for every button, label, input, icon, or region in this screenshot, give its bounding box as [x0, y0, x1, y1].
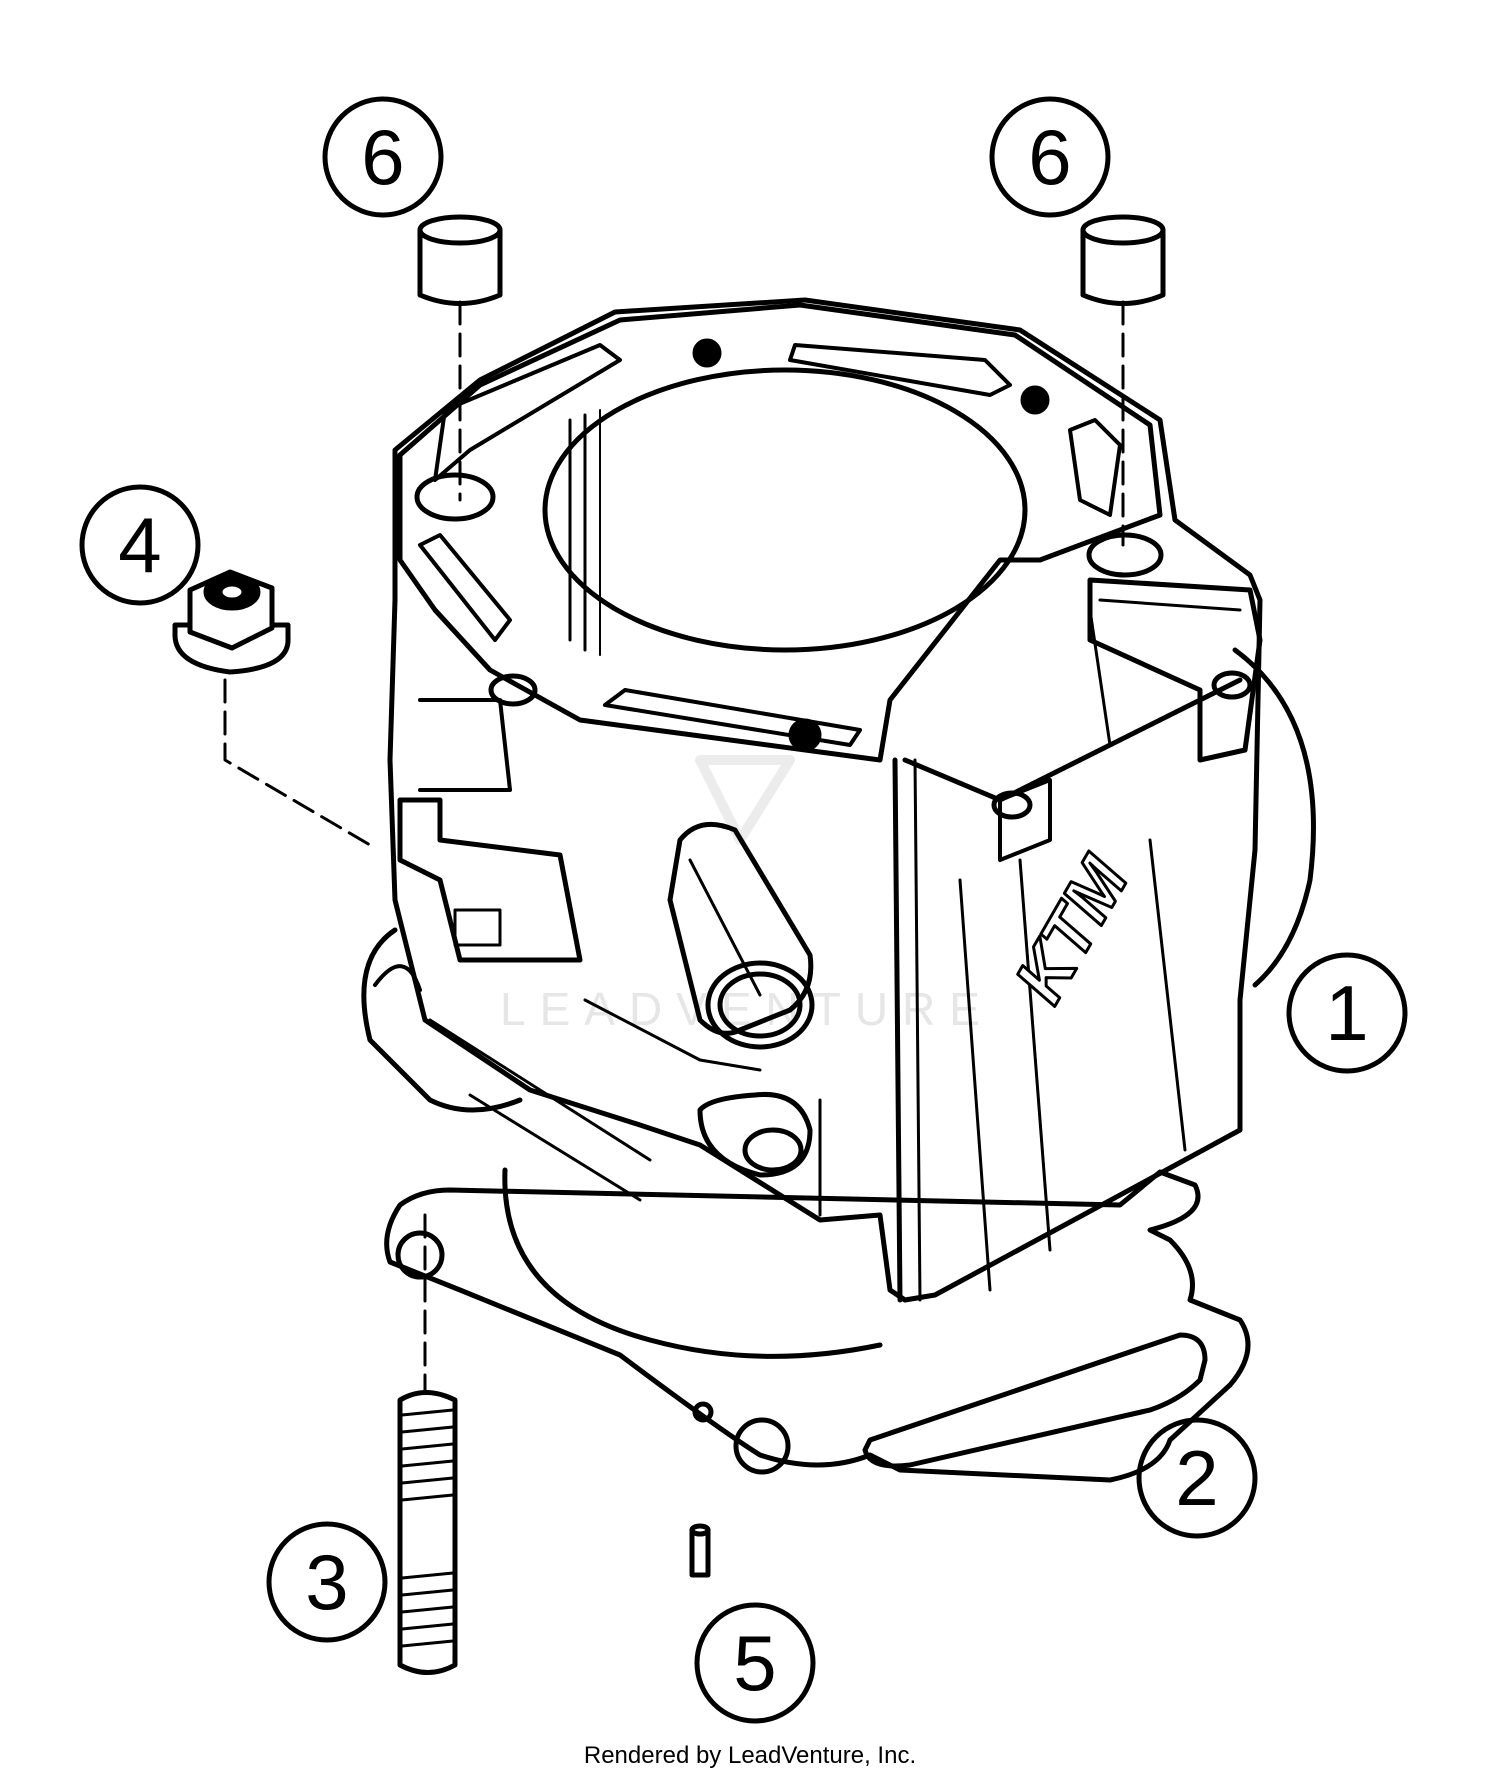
footer-credit: Rendered by LeadVenture, Inc. — [583, 1742, 917, 1769]
callout-6-right-label: 6 — [1028, 113, 1071, 201]
dowel-sleeve-left — [417, 214, 503, 502]
callout-6-right: 6 — [989, 96, 1111, 218]
callout-6-left: 6 — [322, 96, 444, 218]
callout-1: 1 — [1286, 952, 1408, 1074]
callout-5-label: 5 — [733, 1619, 776, 1707]
flange-nut — [172, 569, 372, 847]
callout-4-label: 4 — [118, 501, 161, 589]
dowel-sleeve-right — [1080, 214, 1166, 547]
callout-4: 4 — [79, 484, 201, 606]
watermark-text: LEADVENTURE — [500, 983, 994, 1035]
callout-1-label: 1 — [1325, 969, 1368, 1057]
callout-2-label: 2 — [1175, 1434, 1218, 1522]
callout-6-left-label: 6 — [361, 113, 404, 201]
dowel-pin — [689, 1523, 711, 1578]
cylinder-base-gasket — [384, 1167, 1251, 1483]
callout-3-label: 3 — [305, 1538, 348, 1626]
cylinder-stud — [397, 1213, 458, 1675]
cylinder: KTM — [361, 297, 1316, 1303]
callout-2: 2 — [1136, 1417, 1258, 1539]
callout-3: 3 — [266, 1521, 388, 1643]
callout-5: 5 — [694, 1602, 816, 1724]
watermark: LEADVENTURE — [500, 755, 994, 1035]
